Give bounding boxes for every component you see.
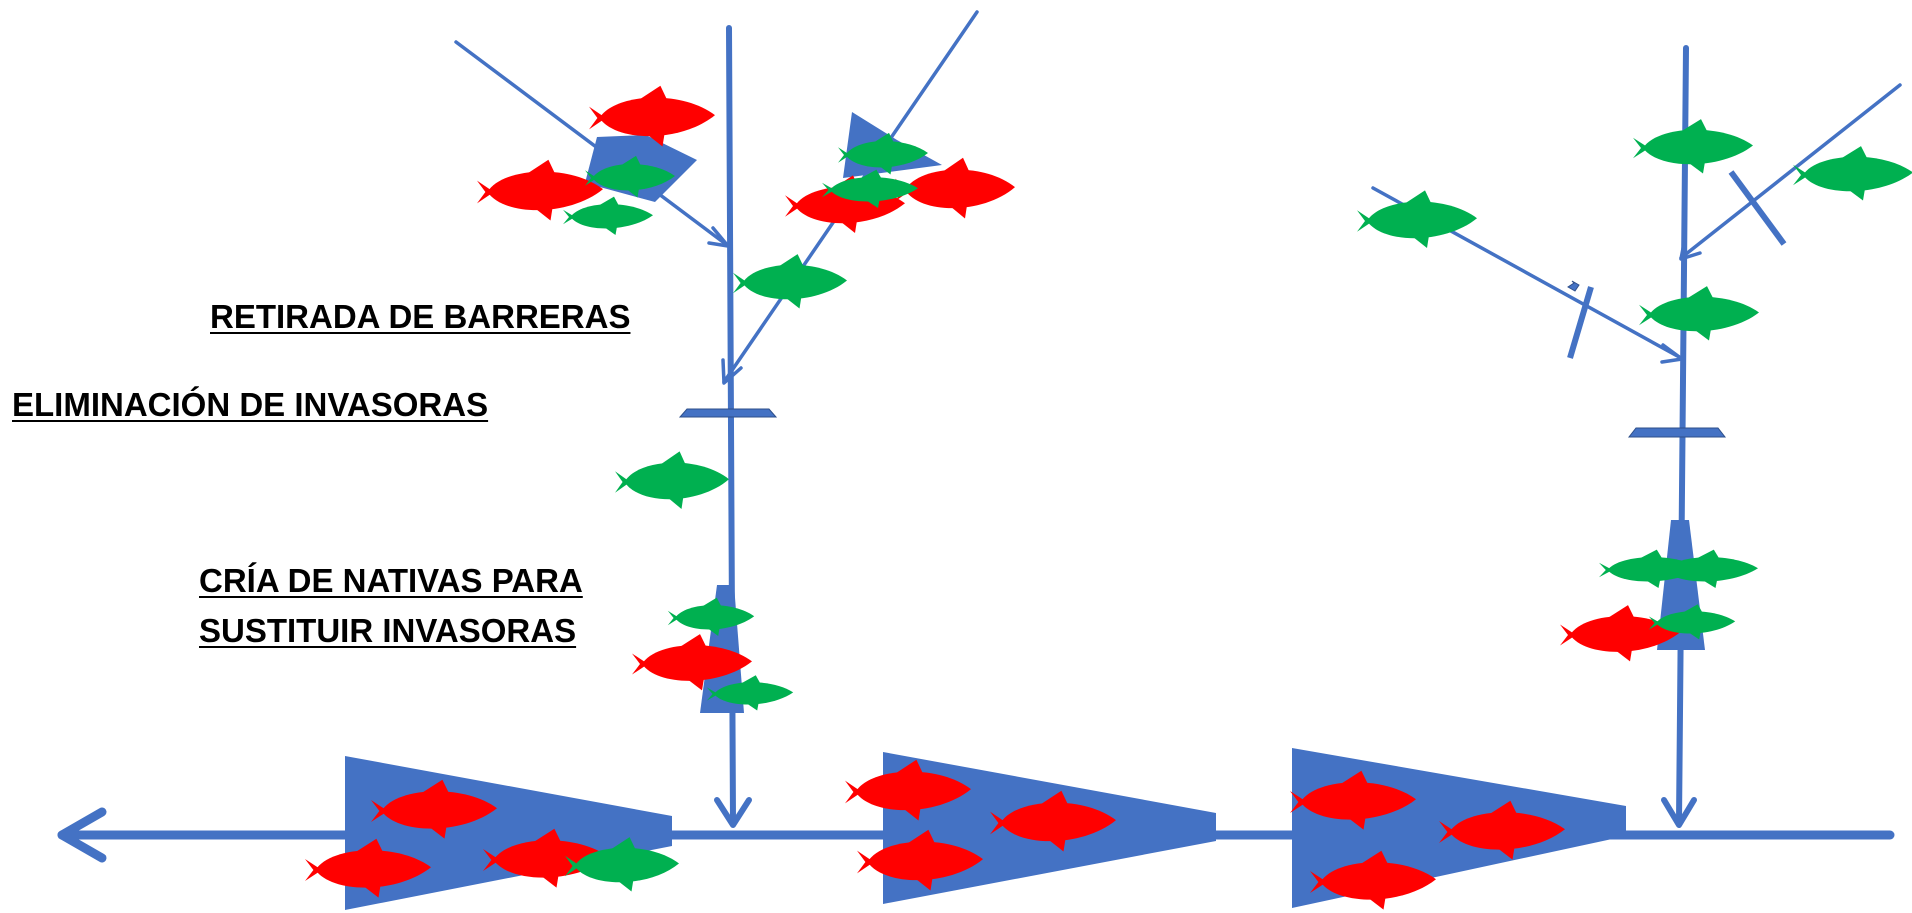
barrier-right-sub-a-line (1567, 286, 1594, 359)
fish-group (305, 85, 1912, 910)
label-invasive-elimination: ELIMINACIÓN DE INVASORAS (12, 386, 489, 423)
river-network (57, 10, 1902, 863)
barrier-right-sub-b-line (1728, 170, 1787, 246)
barrier-left-tributary (678, 408, 778, 418)
native-fish (615, 451, 729, 509)
patch-main-1 (345, 756, 672, 910)
native-fish (667, 597, 755, 636)
main-river-arrowhead (57, 807, 107, 863)
native-fish (733, 254, 847, 309)
fish-patches (345, 112, 1705, 910)
barriers (678, 170, 1787, 438)
barrier-right-tributary (1627, 427, 1727, 438)
left-subtributary-a (454, 40, 729, 247)
native-fish (1633, 119, 1753, 174)
left-tributary-arrowhead (714, 797, 752, 828)
native-fish (1357, 190, 1477, 248)
label-native-breeding-line1: CRÍA DE NATIVAS PARA (199, 562, 583, 599)
right-tributary-arrowhead (1661, 797, 1697, 828)
label-native-breeding-line2: SUSTITUIR INVASORAS (199, 612, 577, 649)
label-barrier-removal: RETIRADA DE BARRERAS (210, 298, 631, 335)
native-fish (1639, 286, 1759, 341)
barrier-right-sub-a (1567, 280, 1580, 292)
right-subtributary-b (1679, 83, 1902, 260)
